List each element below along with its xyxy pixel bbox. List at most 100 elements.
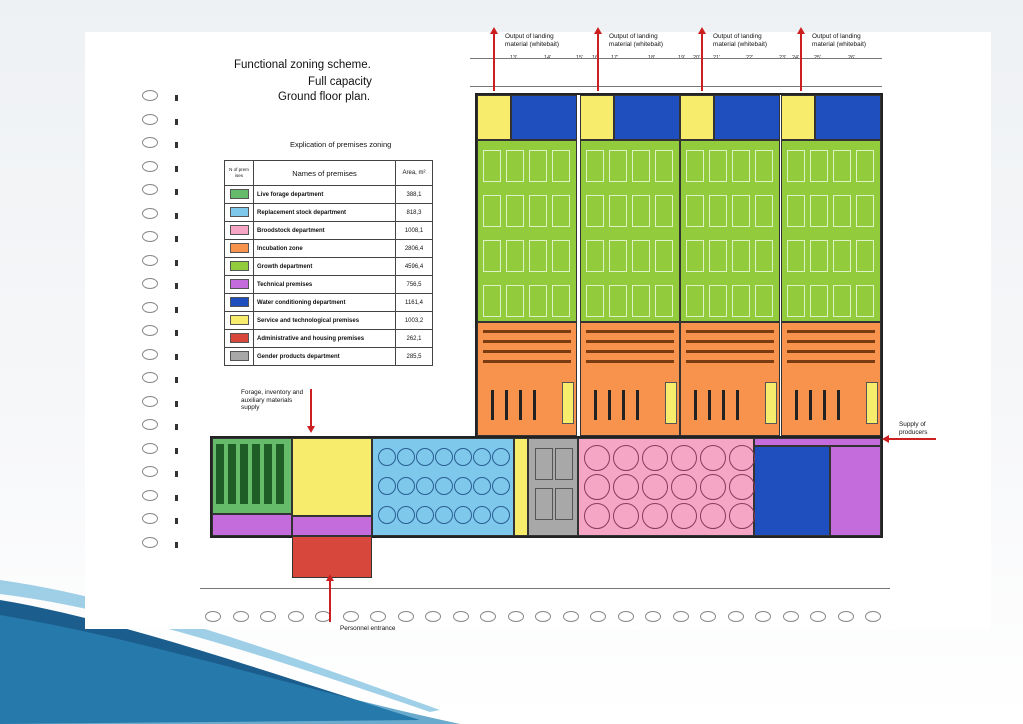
explication-title: Explication of premises zoning	[290, 140, 392, 149]
grid-tick	[175, 306, 178, 313]
premises-area: 262,1	[395, 329, 433, 348]
growth-tank	[833, 285, 851, 317]
growth-tank	[506, 195, 524, 227]
incubation-column	[694, 390, 697, 420]
grid-axis-marker	[480, 611, 496, 622]
broodstock-tank	[642, 474, 668, 500]
gender-tank	[555, 488, 573, 520]
service-cell	[665, 382, 677, 424]
zone-growth-module	[680, 140, 780, 322]
incubation-column	[505, 390, 508, 420]
premises-area: 1008,1	[395, 221, 433, 240]
broodstock-tank	[729, 445, 755, 471]
incubation-column	[622, 390, 625, 420]
grid-axis-marker	[672, 611, 689, 622]
grid-axis-marker	[142, 231, 158, 242]
growth-tank	[529, 150, 547, 182]
broodstock-tank	[613, 445, 639, 471]
grid-tick	[175, 259, 178, 266]
growth-tank	[506, 240, 524, 272]
grid-tick	[175, 118, 178, 125]
broodstock-tank	[613, 503, 639, 529]
grid-tick	[175, 142, 178, 148]
grid-axis-marker	[865, 611, 881, 622]
incubation-column	[795, 390, 798, 420]
incubation-column	[722, 390, 725, 420]
growth-tank	[755, 195, 773, 227]
grid-axis-marker	[645, 611, 661, 622]
growth-tank	[787, 285, 805, 317]
growth-tank	[709, 285, 727, 317]
broodstock-tank	[729, 474, 755, 500]
premises-name: Technical premises	[253, 275, 396, 294]
zone-growth-module	[477, 140, 577, 322]
broodstock-tank	[642, 503, 668, 529]
growth-tank	[609, 285, 627, 317]
grid-axis-marker	[142, 442, 158, 454]
zone-water-conditioning	[754, 446, 830, 536]
premises-name: Replacement stock department	[253, 203, 396, 222]
premises-name: Administrative and housing premises	[253, 329, 396, 348]
incubation-rack	[686, 350, 774, 353]
zone-water-module	[815, 95, 881, 140]
grid-axis-marker	[562, 611, 579, 622]
grid-axis-marker	[287, 611, 304, 622]
grid-axis-marker	[142, 536, 158, 548]
grid-tick	[175, 541, 178, 548]
broodstock-tank	[642, 445, 668, 471]
incubation-rack	[686, 340, 774, 343]
zone-technical-left	[212, 514, 292, 536]
broodstock-tank	[671, 445, 697, 471]
forage-tank	[252, 444, 260, 504]
forage-tank	[276, 444, 284, 504]
replacement-tank	[492, 477, 510, 495]
incubation-rack	[686, 330, 774, 333]
grid-axis-marker	[205, 611, 221, 622]
incubation-rack	[586, 340, 674, 343]
growth-tank	[833, 150, 851, 182]
incubation-column	[837, 390, 840, 420]
growth-tank	[810, 195, 828, 227]
growth-tank	[810, 150, 828, 182]
dimension-line-bottom	[200, 588, 890, 589]
growth-tank	[529, 195, 547, 227]
legend-swatch-color	[229, 242, 249, 253]
producers-supply-arrow	[882, 435, 936, 443]
broodstock-tank	[584, 474, 610, 500]
grid-axis-marker	[142, 184, 158, 195]
zone-water-module	[614, 95, 680, 140]
grid-axis-marker	[507, 611, 524, 622]
dimension-line-top	[470, 58, 882, 59]
column-header-name: Names of premises	[253, 160, 396, 186]
incubation-column	[809, 390, 812, 420]
premises-area: 388,1	[395, 185, 433, 204]
growth-tank	[732, 285, 750, 317]
producers-supply-label: Supply of producers	[899, 421, 928, 436]
incubation-rack	[787, 350, 875, 353]
legend-swatch-color	[229, 332, 249, 343]
incubation-column	[519, 390, 522, 420]
zone-growth-module	[781, 140, 881, 322]
incubation-rack	[787, 340, 875, 343]
grid-axis-marker	[142, 372, 158, 383]
growth-tank	[856, 195, 874, 227]
grid-axis-marker	[142, 137, 158, 148]
growth-tank	[856, 150, 874, 182]
premises-area: 756,5	[395, 275, 433, 294]
zone-water-module	[511, 95, 577, 140]
growth-tank	[552, 285, 570, 317]
growth-tank	[755, 150, 773, 182]
replacement-tank	[473, 506, 491, 524]
grid-axis-marker	[232, 611, 249, 622]
grid-tick	[175, 353, 178, 360]
replacement-tank	[454, 448, 472, 466]
growth-tank	[833, 240, 851, 272]
grid-axis-marker	[617, 611, 634, 622]
growth-tank	[586, 195, 604, 227]
legend-swatch-color	[229, 350, 249, 361]
replacement-tank	[397, 506, 415, 524]
grid-tick	[175, 424, 178, 430]
